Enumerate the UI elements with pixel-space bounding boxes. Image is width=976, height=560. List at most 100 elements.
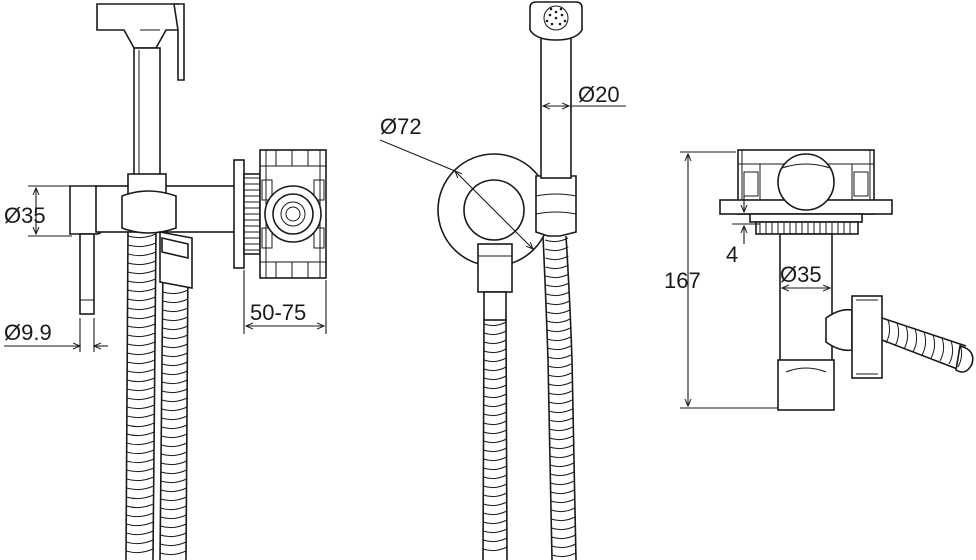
nozzle-hole	[554, 10, 558, 14]
hose-coil	[548, 390, 573, 396]
hose-coil	[127, 251, 157, 257]
hose-coil	[483, 321, 507, 327]
hose-coil	[127, 323, 156, 329]
hose-coil	[127, 287, 156, 293]
front-outlet-connector	[477, 243, 513, 321]
hose-coil	[126, 377, 155, 383]
front-hose-left	[482, 317, 508, 560]
hose-coil	[160, 469, 187, 475]
hose-coil	[885, 319, 891, 344]
hose-coil	[126, 440, 155, 446]
hose-coil	[126, 494, 154, 500]
top-dim-d35: Ø35	[780, 262, 830, 288]
hose-coil	[551, 516, 576, 522]
hose-coil	[546, 309, 571, 315]
hose-coil	[482, 546, 508, 552]
hose-coil	[161, 370, 188, 376]
hose-coil	[127, 359, 156, 365]
hose-coil	[125, 539, 154, 545]
nozzle-hole	[559, 7, 563, 11]
side-dim-50-75: 50-75	[243, 270, 327, 334]
hose-coil	[161, 442, 188, 448]
top-dim-4: 4	[726, 196, 760, 267]
hose-coil	[546, 327, 571, 333]
side-hose-right	[159, 261, 189, 560]
side-wall-plate	[233, 159, 261, 269]
hose-coil	[161, 388, 188, 394]
hose-coil	[161, 451, 187, 457]
hose-coil	[483, 357, 507, 363]
hose-coil	[162, 316, 189, 322]
hose-coil	[545, 255, 569, 261]
hose-coil	[127, 368, 155, 374]
hose-coil	[162, 289, 189, 295]
hose-coil	[548, 399, 573, 405]
hose-coil	[126, 449, 155, 455]
hose-coil	[160, 496, 187, 502]
dim-d35-label: Ø35	[4, 203, 46, 228]
hose-coil	[160, 460, 187, 466]
front-wall-plate: Ø72	[379, 114, 551, 267]
side-view: Ø35 Ø9.9 50-75	[4, 3, 327, 560]
top-dim-167: 167	[664, 151, 778, 409]
hose-coil	[546, 318, 571, 324]
hose-coil	[126, 422, 155, 428]
hose-coil	[160, 523, 187, 529]
front-holder-clip	[535, 175, 577, 237]
dim-top-d35-label: Ø35	[780, 262, 822, 287]
hose-coil	[550, 471, 575, 477]
nozzle-hole	[563, 19, 567, 23]
side-valve-block	[259, 149, 327, 279]
hose-coil	[127, 242, 157, 248]
hose-coil	[161, 424, 188, 430]
side-hose-left	[125, 229, 157, 560]
sprayer-nozzle-holes	[545, 7, 567, 26]
hose-coil	[161, 415, 188, 421]
hose-coil	[545, 246, 569, 252]
hose-coil	[483, 483, 507, 489]
hose-coil	[127, 233, 157, 239]
hose-coil	[903, 325, 909, 350]
hose-coil	[483, 330, 507, 336]
hose-coil	[160, 487, 187, 493]
hose-coil	[159, 550, 187, 556]
hose-coil	[483, 384, 507, 390]
top-hose	[881, 317, 974, 373]
side-dim-d35: Ø35	[4, 185, 72, 237]
hose-coil	[912, 328, 918, 353]
hose-coil	[547, 354, 572, 360]
hose-coil	[483, 456, 507, 462]
hose-coil	[550, 489, 575, 495]
hose-coil	[483, 375, 507, 381]
nozzle-hole	[554, 16, 558, 20]
nozzle-hole	[550, 22, 554, 26]
front-view: Ø72 Ø20	[379, 1, 626, 560]
hose-coil	[550, 498, 575, 504]
hose-coil	[547, 336, 571, 342]
hose-coil	[546, 291, 570, 297]
hose-coil	[548, 417, 573, 423]
hose-coil	[126, 530, 154, 536]
hose-coil	[127, 269, 156, 275]
hose-coil	[162, 334, 188, 340]
hose-coil	[127, 278, 156, 284]
hose-coil	[126, 413, 155, 419]
hose-coil	[160, 505, 187, 511]
nozzle-hole	[560, 13, 564, 17]
hose-coil	[483, 420, 507, 426]
hose-coil	[162, 361, 188, 367]
hose-coil	[549, 453, 574, 459]
hose-coil	[483, 429, 507, 435]
hose-coil	[546, 300, 570, 306]
hose-coil	[126, 485, 154, 491]
hose-coil	[545, 282, 570, 288]
hose-coil	[161, 397, 188, 403]
dim-50-75-label: 50-75	[250, 300, 306, 325]
hose-coil	[161, 406, 188, 412]
side-holder-body	[69, 173, 237, 315]
hose-coil	[126, 521, 154, 527]
nozzle-hole	[548, 13, 552, 17]
hose-coil	[483, 438, 507, 444]
hose-coil	[483, 393, 507, 399]
hose-coil	[545, 273, 570, 279]
